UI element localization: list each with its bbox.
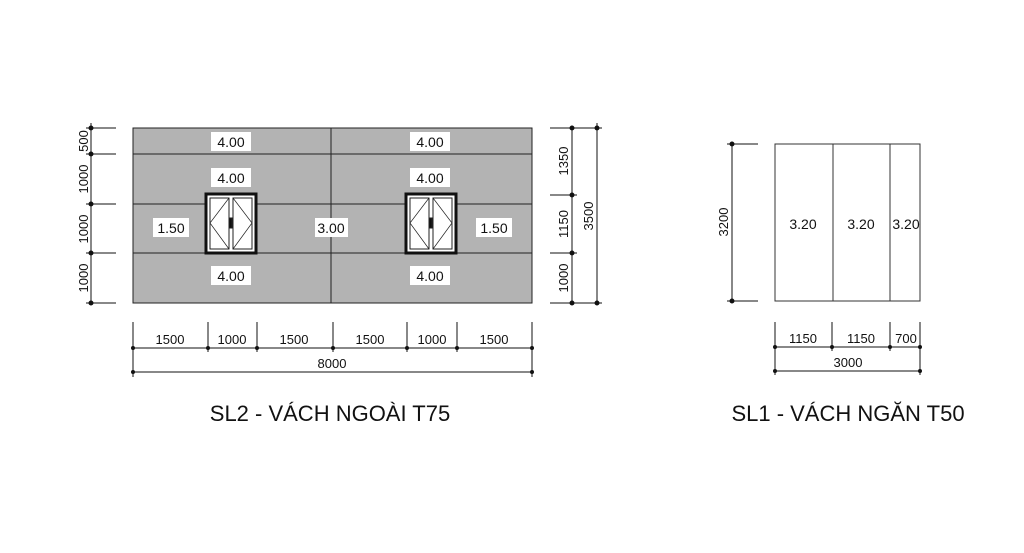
sl1-bottom-dimensions: [773, 322, 922, 375]
panel-label: 4.00: [416, 268, 443, 284]
dimension-label: 700: [895, 331, 917, 346]
panel-label: 3.20: [789, 216, 816, 232]
panel-label: 4.00: [217, 134, 244, 150]
sl1-elevation: [774, 143, 921, 302]
dimension-label: 1000: [76, 215, 91, 244]
dimension-label: 1350: [556, 147, 571, 176]
dimension-label: 1000: [76, 165, 91, 194]
sl2-title: SL2 - VÁCH NGOÀI T75: [210, 401, 450, 426]
dimension-label: 1500: [356, 332, 385, 347]
dimension-label: 1000: [418, 332, 447, 347]
panel-label: 4.00: [416, 134, 443, 150]
sl1-height-dimension: [727, 141, 758, 304]
sl2-left-dimensions: [86, 123, 116, 306]
sl2-right-dimensions: [550, 123, 602, 306]
sl1-wall: [774, 143, 921, 302]
dimension-label: 3200: [716, 208, 731, 237]
dimension-label: 1150: [556, 210, 571, 238]
dimension-label: 1150: [789, 331, 817, 346]
panel-label: 1.50: [480, 220, 507, 236]
window-icon: [404, 192, 458, 255]
dimension-total: 8000: [318, 356, 347, 371]
dimension-label: 500: [76, 130, 91, 152]
sl2-elevation: [132, 127, 533, 304]
dimension-label: 1500: [480, 332, 509, 347]
dimension-label: 1000: [76, 264, 91, 293]
panel-label: 1.50: [157, 220, 184, 236]
dimension-label: 1150: [847, 331, 875, 346]
sl2-bottom-dimensions: [131, 322, 534, 377]
panel-label: 4.00: [416, 170, 443, 186]
sl2-panel-labels: 4.00 4.00 4.00 4.00 1.50 3.00 1.50 4.00 …: [153, 132, 512, 285]
panel-label: 3.20: [892, 216, 919, 232]
window-icon: [204, 192, 258, 255]
sl2-wall: [132, 127, 533, 304]
dimension-label: 1500: [280, 332, 309, 347]
panel-label: 3.20: [847, 216, 874, 232]
panel-label: 4.00: [217, 170, 244, 186]
panel-label: 4.00: [217, 268, 244, 284]
panel-label: 3.00: [317, 220, 344, 236]
dimension-total: 3000: [834, 355, 863, 370]
dimension-total: 3500: [581, 202, 596, 231]
sl1-title: SL1 - VÁCH NGĂN T50: [731, 401, 964, 426]
dimension-label: 1000: [218, 332, 247, 347]
dimension-label: 1500: [156, 332, 185, 347]
dimension-label: 1000: [556, 264, 571, 293]
